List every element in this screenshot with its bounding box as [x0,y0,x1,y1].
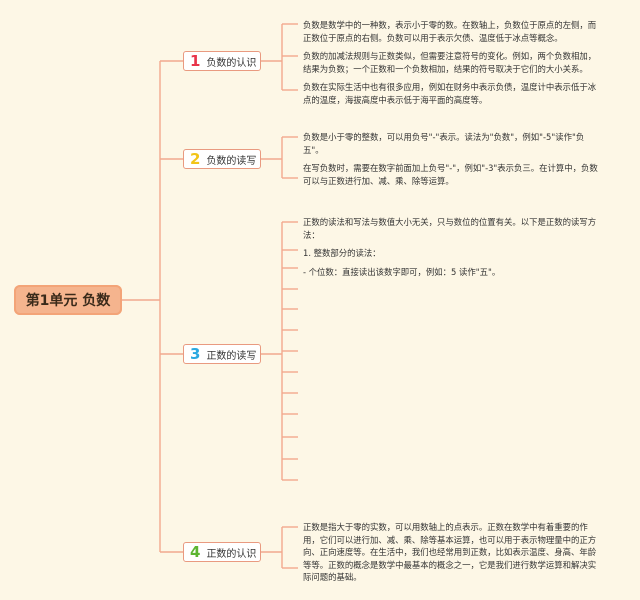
branch-3-paragraph: 正数的读法和写法与数值大小无关，只与数位的位置有关。以下是正数的读写方法： [303,217,597,240]
root-topic-label: 第1单元 负数 [25,293,111,309]
branch-3-notes: 正数的读法和写法与数值大小无关，只与数位的位置有关。以下是正数的读写方法： 1.… [303,216,603,284]
branch-number-3: 3 [190,344,201,363]
branch-3-paragraph: 1. 整数部分的读法： [303,248,381,258]
branch-number-4: 4 [190,542,201,561]
branch-2-paragraph: 在写负数时，需要在数字前面加上负号"-"，例如"-3"表示负三。在计算中，负数可… [303,163,598,186]
branch-2-paragraph: 负数是小于零的整数，可以用负号"-"表示。读法为"负数"，例如"-5"读作"负五… [303,132,585,155]
branch-node-4[interactable]: 4 正数的认识 [183,542,261,562]
branch-2-notes: 负数是小于零的整数，可以用负号"-"表示。读法为"负数"，例如"-5"读作"负五… [303,131,603,193]
branch-number-1: 1 [190,51,201,70]
branch-3-paragraph: - 个位数：直接读出该数字即可，例如：5 读作"五"。 [303,266,501,277]
branch-node-3[interactable]: 3 正数的读写 [183,344,261,364]
branch-1-notes: 负数是数学中的一种数，表示小于零的数。在数轴上，负数位于原点的左侧，而正数位于原… [303,19,603,112]
branch-1-paragraph: 负数在实际生活中也有很多应用，例如在财务中表示负债，温度计中表示低于冰点的温度，… [303,82,597,105]
root-topic[interactable]: 第1单元 负数 [14,285,122,315]
branch-label-2: 负数的读写 [206,155,257,167]
branch-4-notes: 正数是指大于零的实数，可以用数轴上的点表示。正数在数学中有着重要的作用，它们可以… [303,521,603,590]
branch-label-1: 负数的认识 [206,57,257,69]
branch-1-paragraph: 负数的加减法规则与正数类似，但需要注意符号的变化。例如，两个负数相加，结果为负数… [303,51,597,74]
branch-1-paragraph: 负数是数学中的一种数，表示小于零的数。在数轴上，负数位于原点的左侧，而正数位于原… [303,20,597,43]
branch-4-paragraph: 正数是指大于零的实数，可以用数轴上的点表示。正数在数学中有着重要的作用，它们可以… [303,522,597,582]
branch-node-1[interactable]: 1 负数的认识 [183,51,261,71]
branch-number-2: 2 [190,149,201,168]
branch-label-3: 正数的读写 [206,350,257,362]
branch-node-2[interactable]: 2 负数的读写 [183,149,261,169]
branch-label-4: 正数的认识 [206,548,257,560]
